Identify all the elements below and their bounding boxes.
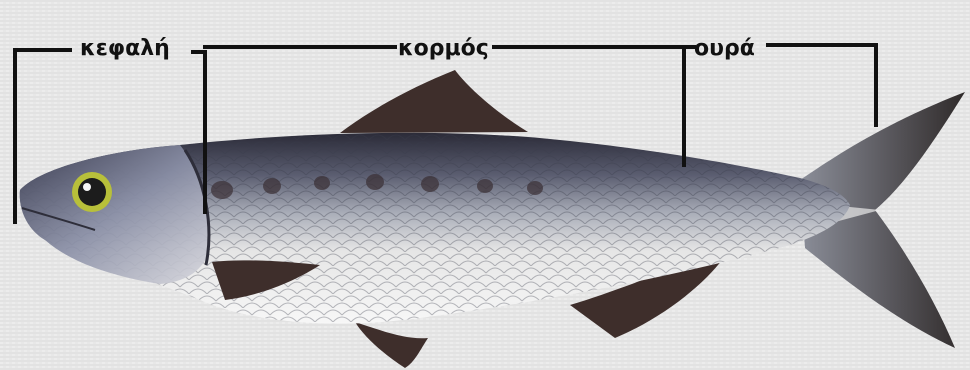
- head-label: κεφαλή: [80, 36, 170, 62]
- fish-eye: [72, 172, 112, 212]
- tail-label: ουρά: [694, 36, 755, 62]
- body-label: κορμός: [398, 36, 489, 62]
